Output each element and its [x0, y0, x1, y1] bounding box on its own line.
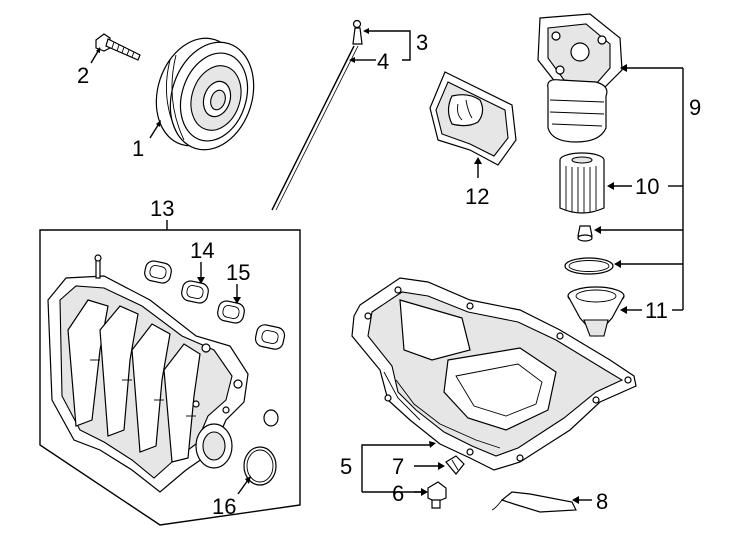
filter-drain-plug [577, 225, 593, 242]
callout-8: 8 [596, 489, 608, 514]
callout-2: 2 [77, 63, 89, 88]
callout-11: 11 [645, 298, 668, 323]
crankshaft-pulley [155, 37, 255, 151]
manifold-box [39, 229, 301, 526]
callout-12: 12 [465, 184, 489, 209]
oil-pan-sensor [491, 491, 577, 513]
callout-1: 1 [132, 136, 144, 161]
drain-plug [427, 481, 447, 509]
bracket-5 [361, 444, 430, 466]
dipstick [352, 19, 363, 45]
callout-5: 5 [340, 454, 352, 479]
pulley-bolt [95, 33, 141, 61]
leader-3 [366, 30, 411, 61]
callout-4: 4 [377, 49, 389, 74]
callout-10: 10 [635, 174, 659, 199]
throttle-body-seal [243, 446, 277, 486]
intake-manifold [47, 254, 249, 493]
callout-7: 7 [392, 454, 404, 479]
oil-filter-element [559, 152, 605, 214]
engine-mount-cover [429, 71, 517, 166]
throttle-gasket [263, 409, 279, 427]
filter-cap [567, 286, 625, 337]
drain-plug-gasket [445, 455, 465, 475]
callout-3: 3 [416, 30, 428, 55]
oil-filter-housing [537, 13, 623, 143]
manifold-gasket [144, 260, 286, 350]
callout-15: 15 [226, 260, 250, 285]
callout-9: 9 [689, 95, 701, 120]
leader-16 [237, 479, 249, 495]
callout-14: 14 [190, 238, 214, 263]
dipstick-tube [271, 45, 355, 211]
oil-pan [351, 277, 637, 471]
callout-6: 6 [392, 481, 404, 506]
callout-16: 16 [212, 494, 236, 519]
callout-13: 13 [150, 196, 174, 221]
